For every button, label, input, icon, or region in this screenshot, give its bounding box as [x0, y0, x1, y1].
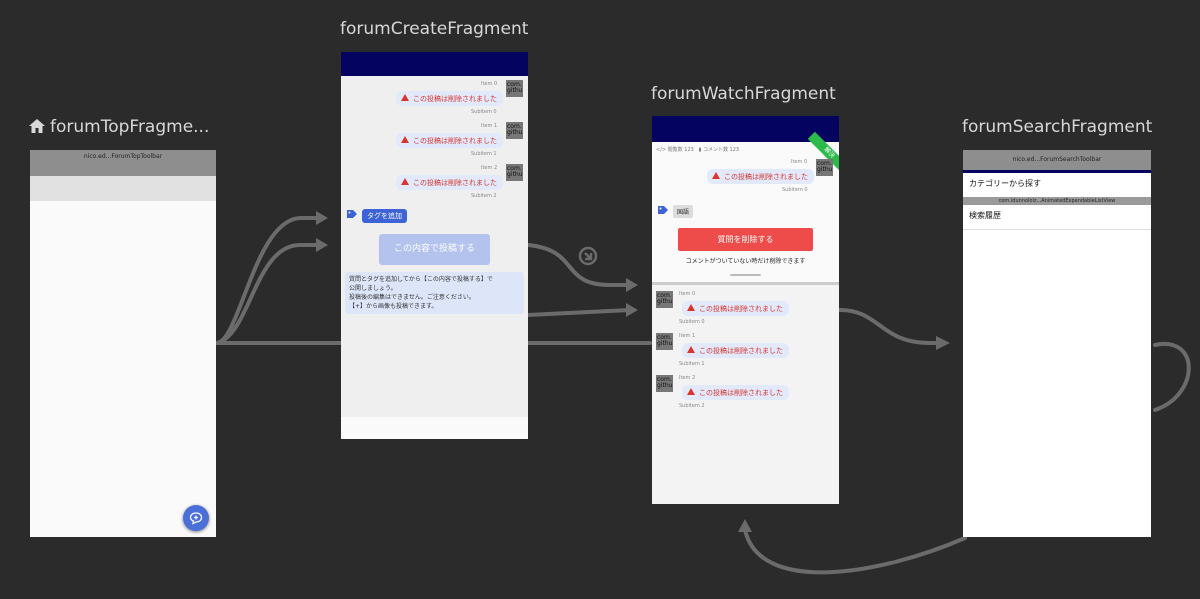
post-bubble[interactable]: この投稿は削除されました: [396, 91, 503, 106]
warning-icon: [687, 388, 695, 395]
screen-forum-top[interactable]: nico.ed...ForumTopToolbar: [30, 150, 216, 537]
avatar: com. githu: [816, 159, 833, 176]
post-hint-box: 質問とタグを追加してから【この内容で投稿する】で 公開しましょう。 投稿後の編集…: [345, 272, 524, 314]
question-bubble[interactable]: この投稿は削除されました: [707, 169, 814, 184]
eye-icon: </>: [656, 147, 667, 153]
category-search-row[interactable]: カテゴリーから探す: [969, 179, 1041, 188]
chat-icon: [189, 512, 203, 525]
warning-icon: [687, 346, 695, 353]
hint-line: 質問とタグを追加してから【この内容で投稿する】で: [349, 276, 493, 283]
screen-forum-create[interactable]: Item 0 com. githu この投稿は削除されました Subitem 0…: [341, 52, 528, 439]
item-label: Item 1: [679, 333, 696, 339]
avatar: com. githu: [656, 333, 673, 350]
avatar: com. githu: [656, 375, 673, 392]
question-message: この投稿は削除されました: [724, 173, 808, 181]
tag-icon: [347, 210, 357, 218]
comments-count: コメント数 123: [702, 147, 740, 153]
hint-line: 投稿後の編集はできません。ご注意ください。: [349, 294, 475, 301]
fragment-title-watch: forumWatchFragment: [651, 84, 836, 104]
item-label: Item 1: [481, 123, 498, 129]
post-bubble[interactable]: この投稿は削除されました: [396, 175, 503, 190]
panel-divider: [652, 282, 839, 285]
avatar: com. githu: [506, 164, 523, 181]
subitem-label: Subitem 0: [471, 109, 497, 115]
subitem-label: Subitem 1: [471, 151, 497, 157]
subitem-label: Subitem 2: [679, 403, 705, 409]
post-bubble[interactable]: この投稿は削除されました: [396, 133, 503, 148]
item-label: Item 2: [679, 375, 696, 381]
avatar: com. githu: [656, 291, 673, 308]
post-message: この投稿は削除されました: [413, 137, 497, 145]
add-tag-button[interactable]: タグを追加: [362, 209, 407, 223]
link-icon: [578, 246, 598, 266]
create-bottom-bar: [341, 417, 528, 439]
comment-message: この投稿は削除されました: [699, 347, 783, 355]
subitem-label: Subitem 0: [782, 187, 808, 193]
create-toolbar: [341, 52, 528, 76]
new-post-fab[interactable]: [183, 505, 209, 531]
fragment-title-top: forumTopFragme...: [28, 117, 209, 137]
forum-search-toolbar: nico.ed...ForumSearchToolbar: [963, 150, 1151, 170]
stats-row: </> 閲覧数 123 ▮ コメント数 123: [656, 146, 739, 153]
hint-line: 公開しましょう。: [349, 285, 397, 292]
comment-bubble[interactable]: この投稿は削除されました: [682, 343, 789, 358]
top-tab-band: [30, 176, 216, 201]
item-label: Item 0: [481, 81, 498, 87]
search-toolbar-underline: [963, 170, 1151, 173]
subitem-label: Subitem 2: [471, 193, 497, 199]
subitem-label: Subitem 1: [679, 361, 705, 367]
subitem-label: Subitem 0: [679, 319, 705, 325]
warning-icon: [712, 172, 720, 179]
drag-handle[interactable]: [730, 274, 761, 276]
submit-post-button[interactable]: この内容で投稿する: [379, 234, 490, 265]
fragment-title-top-label: forumTopFragme...: [50, 117, 210, 137]
avatar: com. githu: [506, 80, 523, 97]
avatar: com. githu: [506, 122, 523, 139]
fragment-title-search: forumSearchFragment: [962, 117, 1153, 137]
warning-icon: [401, 136, 409, 143]
post-message: この投稿は削除されました: [413, 179, 497, 187]
screen-forum-watch[interactable]: </> 閲覧数 123 ▮ コメント数 123 解決 Item 0 com. g…: [652, 116, 839, 504]
hint-line: 【+】から画像も投稿できます。: [349, 303, 438, 310]
views-count: 閲覧数 123: [667, 147, 694, 153]
warning-icon: [687, 304, 695, 311]
question-panel: </> 閲覧数 123 ▮ コメント数 123 解決 Item 0 com. g…: [652, 131, 839, 282]
warning-icon: [401, 178, 409, 185]
comment-message: この投稿は削除されました: [699, 305, 783, 313]
warning-icon: [401, 94, 409, 101]
expandable-list-view[interactable]: com.idunnololz...AnimatedExpandableListV…: [963, 197, 1151, 205]
fragment-title-create: forumCreateFragment: [340, 19, 529, 39]
search-history-row[interactable]: 検索履歴: [963, 210, 1151, 230]
item-label: Item 2: [481, 165, 498, 171]
item-label: Item 0: [791, 159, 808, 165]
home-icon: [29, 119, 45, 133]
delete-question-button[interactable]: 質問を削除する: [678, 228, 813, 251]
forum-top-toolbar: nico.ed...ForumTopToolbar: [30, 150, 216, 176]
comment-message: この投稿は削除されました: [699, 389, 783, 397]
comment-icon: ▮: [698, 147, 702, 153]
tag-icon: [658, 206, 668, 214]
comment-bubble[interactable]: この投稿は削除されました: [682, 301, 789, 316]
question-tag[interactable]: 国語: [673, 205, 694, 218]
delete-note: コメントがついていない時だけ削除できます: [685, 258, 806, 265]
comment-bubble[interactable]: この投稿は削除されました: [682, 385, 789, 400]
screen-forum-search[interactable]: nico.ed...ForumSearchToolbar カテゴリーから探す c…: [963, 150, 1151, 537]
item-label: Item 0: [679, 291, 696, 297]
post-message: この投稿は削除されました: [413, 95, 497, 103]
